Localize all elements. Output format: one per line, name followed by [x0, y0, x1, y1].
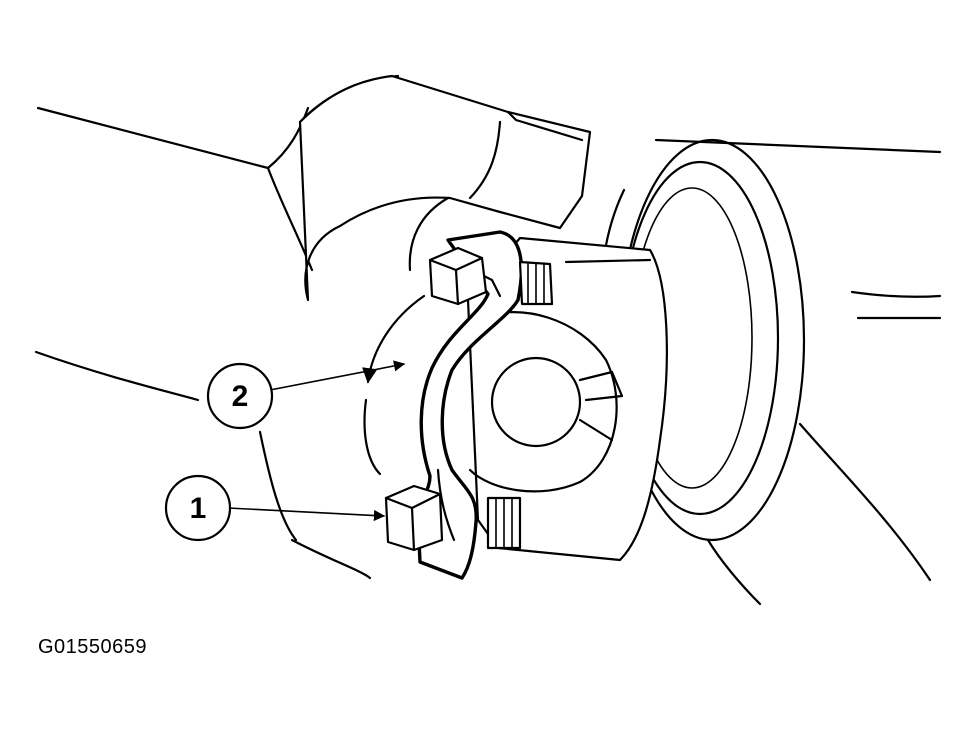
- callout-1: 1: [164, 474, 386, 542]
- callout-2: 2: [206, 360, 406, 430]
- callout-2-circle: [206, 362, 274, 430]
- figure-code: G01550659: [38, 636, 148, 658]
- yoke: [298, 74, 592, 302]
- upper-bolt: [428, 246, 554, 306]
- lower-bolt: [384, 484, 522, 552]
- callout-1-circle: [164, 474, 232, 542]
- bearing-cap: [466, 236, 668, 562]
- rotation-arrow: [362, 294, 426, 476]
- callout-2-number: 2: [232, 380, 249, 413]
- callout-1-number: 1: [190, 492, 207, 525]
